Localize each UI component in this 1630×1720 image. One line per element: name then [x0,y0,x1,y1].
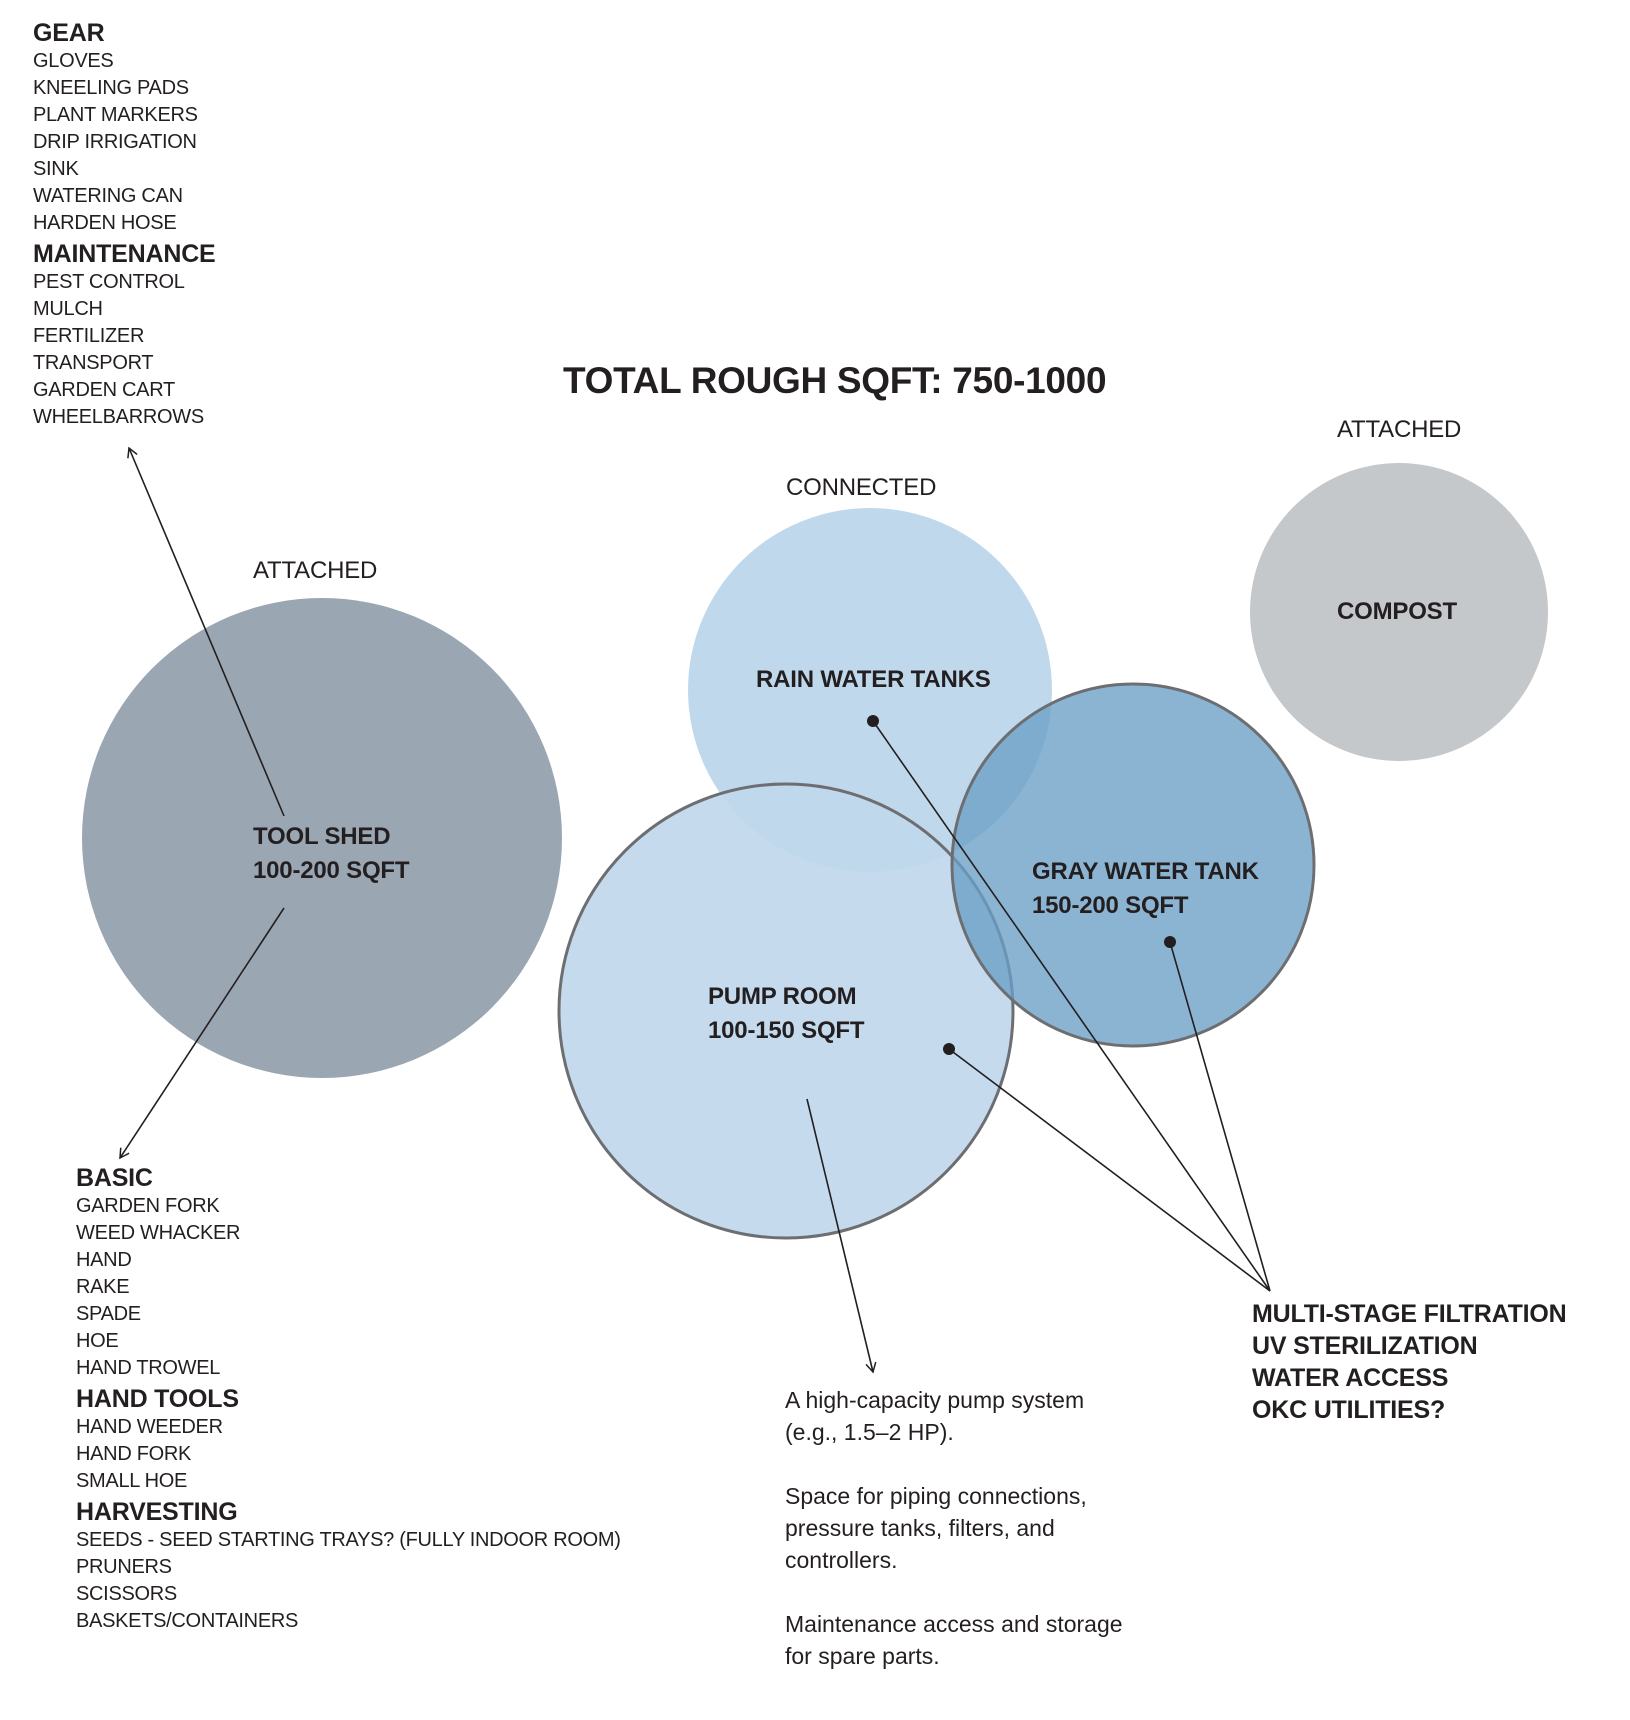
list-item: BASKETS/CONTAINERS [76,1610,299,1632]
list-item: HAND TROWEL [76,1357,221,1379]
list-item: SMALL HOE [76,1470,188,1492]
maintenance-group: MAINTENANCE PEST CONTROL MULCH FERTILIZE… [33,239,216,431]
pump-room-area: 100-150 SQFT [708,1017,865,1044]
basic-list-arrow [119,907,285,1160]
list-item: HOE [76,1330,119,1352]
pump-room-label: PUMP ROOM 100-150 SQFT [708,980,865,1048]
list-item: PRUNERS [76,1556,172,1578]
note-line: pressure tanks, filters, and [785,1515,1055,1541]
compost-label: COMPOST [1337,595,1457,629]
pump-note-piping: Space for piping connections, pressure t… [785,1480,1123,1576]
list-item: HARDEN HOSE [33,212,177,234]
harvesting-group: HARVESTING SEEDS - SEED STARTING TRAYS? … [76,1497,621,1635]
list-item: WHEELBARROWS [33,406,204,428]
maintenance-heading: MAINTENANCE [33,240,216,268]
gear-heading: GEAR [33,19,105,47]
list-item: PEST CONTROL [33,271,185,293]
rain-water-tanks-label: RAIN WATER TANKS [756,663,991,697]
gray-water-tank-label: GRAY WATER TANK 150-200 SQFT [1032,855,1259,923]
filtration-item: UV STERILIZATION [1252,1332,1478,1360]
pump-note-capacity: A high-capacity pump system (e.g., 1.5–2… [785,1384,1123,1448]
pump-room-notes: A high-capacity pump system (e.g., 1.5–2… [785,1384,1123,1672]
list-item: KNEELING PADS [33,77,189,99]
list-item: WEED WHACKER [76,1222,241,1244]
list-item: DRIP IRRIGATION [33,131,197,153]
list-item: RAKE [76,1276,130,1298]
list-item: SCISSORS [76,1583,177,1605]
filtration-item: OKC UTILITIES? [1252,1396,1446,1424]
list-item: HAND FORK [76,1443,192,1465]
pump-room-dot [943,1043,955,1055]
filtration-list: MULTI-STAGE FILTRATION UV STERILIZATION … [1252,1298,1567,1426]
rain-water-tanks-bubble [688,508,1052,872]
list-item: HAND [76,1249,132,1271]
pump-room-name: PUMP ROOM [708,983,857,1010]
pump-notes-arrow [806,1098,877,1374]
list-item: GLOVES [33,50,114,72]
tool-shed-relation-label: ATTACHED [253,557,378,584]
gear-group: GEAR GLOVES KNEELING PADS PLANT MARKERS … [33,18,216,237]
filtration-item: WATER ACCESS [1252,1364,1449,1392]
pump-room-bubble [557,782,1015,1240]
list-item: FERTILIZER [33,325,145,347]
filtration-item: MULTI-STAGE FILTRATION [1252,1300,1567,1328]
tool-shed-name: TOOL SHED [253,823,391,850]
pump-room-leader-line [948,1048,1271,1292]
hand-tools-group: HAND TOOLS HAND WEEDER HAND FORK SMALL H… [76,1384,621,1495]
gear-list-arrow [127,446,285,817]
list-item: SINK [33,158,79,180]
gray-water-dot [1164,936,1176,948]
gray-water-leader-line [1169,941,1271,1292]
tool-shed-label: TOOL SHED 100-200 SQFT [253,820,410,888]
note-line: Maintenance access and storage [785,1611,1123,1637]
rain-water-leader-line [872,720,1271,1292]
compost-name: COMPOST [1337,598,1457,625]
list-item: GARDEN CART [33,379,175,401]
harvesting-heading: HARVESTING [76,1498,238,1526]
tool-shed-area: 100-200 SQFT [253,857,410,884]
note-line: for spare parts. [785,1643,940,1669]
compost-relation-label: ATTACHED [1337,416,1462,443]
hand-tools-heading: HAND TOOLS [76,1385,239,1413]
basic-heading: BASIC [76,1164,153,1192]
gray-water-tank-bubble [950,682,1316,1048]
compost-bubble [1250,463,1548,761]
lower-tool-list: BASIC GARDEN FORK WEED WHACKER HAND RAKE… [76,1163,621,1635]
gray-water-tank-name: GRAY WATER TANK [1032,858,1259,885]
list-item: WATERING CAN [33,185,183,207]
list-item: SEEDS - SEED STARTING TRAYS? (FULLY INDO… [76,1529,621,1551]
note-line: A high-capacity pump system [785,1387,1085,1413]
rain-water-relation-label: CONNECTED [786,474,937,501]
list-item: PLANT MARKERS [33,104,198,126]
basic-group: BASIC GARDEN FORK WEED WHACKER HAND RAKE… [76,1163,621,1382]
list-item: MULCH [33,298,103,320]
upper-tool-list: GEAR GLOVES KNEELING PADS PLANT MARKERS … [33,18,216,431]
rain-water-dot [867,715,879,727]
list-item: HAND WEEDER [76,1416,223,1438]
list-item: SPADE [76,1303,141,1325]
list-item: GARDEN FORK [76,1195,220,1217]
rain-water-tanks-name: RAIN WATER TANKS [756,666,991,693]
tool-shed-bubble [82,598,562,1078]
pump-note-maintenance: Maintenance access and storage for spare… [785,1608,1123,1672]
list-item: TRANSPORT [33,352,154,374]
note-line: Space for piping connections, [785,1483,1087,1509]
note-line: controllers. [785,1547,898,1573]
note-line: (e.g., 1.5–2 HP). [785,1419,954,1445]
gray-water-tank-area: 150-200 SQFT [1032,892,1189,919]
page-title: TOTAL ROUGH SQFT: 750-1000 [563,360,1107,401]
